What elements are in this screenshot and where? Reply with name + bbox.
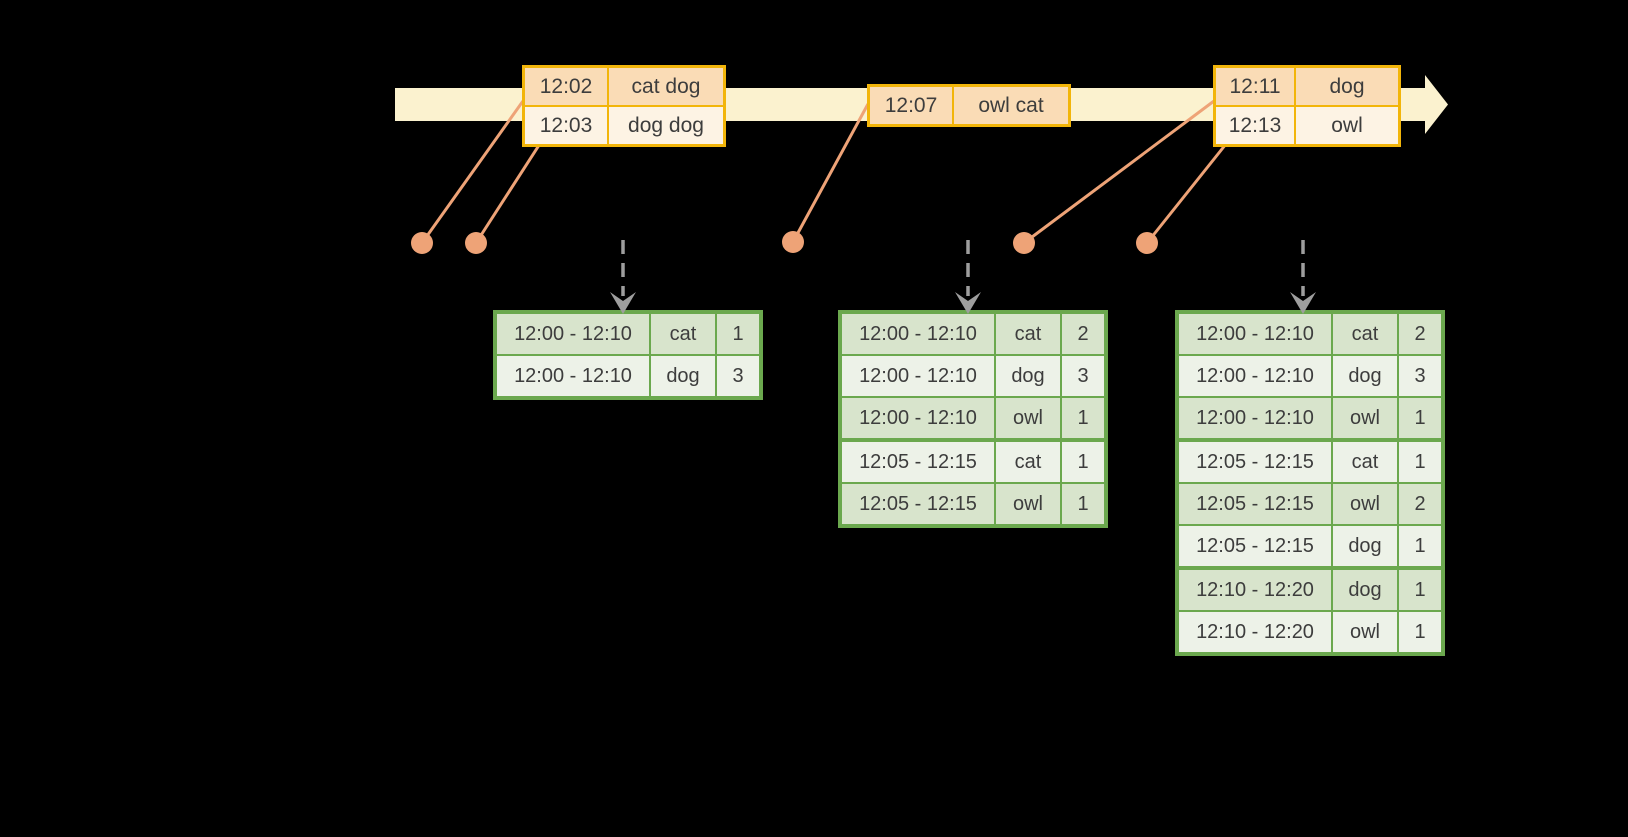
window-cell: 12:00 - 12:10 — [494, 311, 651, 356]
count-cell: 3 — [1397, 354, 1444, 398]
event-connector-line — [1023, 99, 1215, 245]
word-cell: owl — [1331, 482, 1399, 526]
count-cell: 1 — [1397, 524, 1444, 569]
event-connector-line — [474, 138, 545, 244]
count-cell: 2 — [1397, 311, 1444, 356]
window-cell: 12:00 - 12:10 — [839, 396, 996, 441]
words-cell: dog — [1294, 65, 1401, 107]
time-cell: 12:07 — [867, 84, 954, 127]
event-dot-icon — [1136, 232, 1158, 254]
word-cell: dog — [1331, 566, 1399, 612]
word-cell: dog — [649, 354, 717, 399]
words-cell: cat dog — [607, 65, 726, 107]
event-dot-icon — [1013, 232, 1035, 254]
trigger-arrow-icon — [610, 240, 636, 314]
word-cell: cat — [649, 311, 717, 356]
window-cell: 12:05 - 12:15 — [1176, 438, 1333, 484]
count-cell: 2 — [1397, 482, 1444, 526]
time-cell: 12:13 — [1213, 105, 1296, 147]
window-cell: 12:05 - 12:15 — [1176, 482, 1333, 526]
words-cell: owl — [1294, 105, 1401, 147]
trigger-arrow-icon — [955, 240, 981, 314]
count-cell: 1 — [1397, 438, 1444, 484]
count-cell: 1 — [1060, 396, 1107, 441]
window-cell: 12:05 - 12:15 — [839, 482, 996, 527]
count-cell: 1 — [1397, 566, 1444, 612]
count-cell: 1 — [1060, 438, 1107, 484]
count-cell: 1 — [1397, 396, 1444, 441]
word-cell: cat — [1331, 438, 1399, 484]
word-cell: owl — [994, 482, 1062, 527]
event-connector-line — [1145, 138, 1232, 244]
count-cell: 2 — [1060, 311, 1107, 356]
time-cell: 12:02 — [522, 65, 609, 107]
event-dot-icon — [782, 231, 804, 253]
window-cell: 12:00 - 12:10 — [1176, 311, 1333, 356]
word-cell: dog — [1331, 524, 1399, 569]
event-connector-line — [420, 100, 525, 244]
words-cell: owl cat — [952, 84, 1071, 127]
words-cell: dog dog — [607, 105, 726, 147]
word-cell: cat — [994, 438, 1062, 484]
window-cell: 12:00 - 12:10 — [1176, 396, 1333, 441]
count-cell: 3 — [715, 354, 762, 399]
time-cell: 12:03 — [522, 105, 609, 147]
word-cell: dog — [1331, 354, 1399, 398]
word-cell: cat — [994, 311, 1062, 356]
word-cell: owl — [994, 396, 1062, 441]
time-cell: 12:11 — [1213, 65, 1296, 107]
window-cell: 12:10 - 12:20 — [1176, 610, 1333, 655]
count-cell: 1 — [715, 311, 762, 356]
word-cell: owl — [1331, 610, 1399, 655]
event-connector-line — [791, 103, 870, 243]
event-dot-icon — [465, 232, 487, 254]
word-cell: owl — [1331, 396, 1399, 441]
window-cell: 12:00 - 12:10 — [839, 311, 996, 356]
window-cell: 12:00 - 12:10 — [494, 354, 651, 399]
timeline-arrowhead-icon — [1425, 75, 1448, 134]
count-cell: 3 — [1060, 354, 1107, 398]
event-dot-icon — [411, 232, 433, 254]
window-cell: 12:05 - 12:15 — [839, 438, 996, 484]
window-cell: 12:00 - 12:10 — [839, 354, 996, 398]
trigger-arrow-icon — [1290, 240, 1316, 314]
window-cell: 12:05 - 12:15 — [1176, 524, 1333, 569]
window-cell: 12:10 - 12:20 — [1176, 566, 1333, 612]
count-cell: 1 — [1060, 482, 1107, 527]
word-cell: cat — [1331, 311, 1399, 356]
window-cell: 12:00 - 12:10 — [1176, 354, 1333, 398]
word-cell: dog — [994, 354, 1062, 398]
count-cell: 1 — [1397, 610, 1444, 655]
